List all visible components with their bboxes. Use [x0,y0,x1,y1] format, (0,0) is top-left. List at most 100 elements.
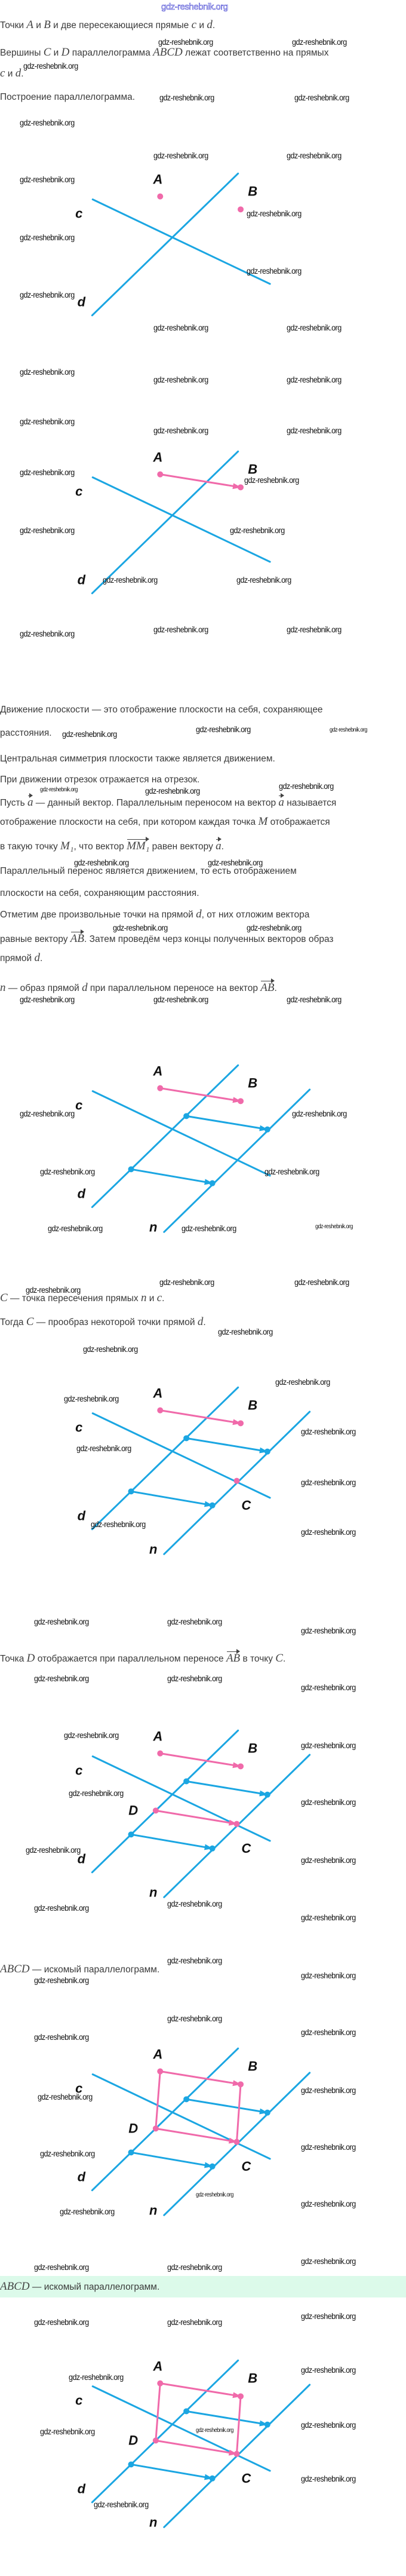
answer-highlight [0,2276,406,2297]
point-a [157,2068,164,2075]
text-segment: Построение параллелограмма. [0,92,136,102]
translated-vector-2 [130,1168,214,1185]
watermark: gdz-reshebnik.org [275,1377,330,1387]
translated-vector-2 [130,2463,214,2480]
text-segment: Пусть [0,798,27,808]
vector-ab [159,1752,242,1769]
watermark: gdz-reshebnik.org [301,1971,356,1980]
text-segment: называется [284,798,337,808]
label-c-point: C [241,2159,251,2174]
math-symbol: c [191,19,197,31]
text-segment: Точка [0,1654,27,1664]
label-c-line: c [75,1097,82,1112]
vector-symbol: a [27,793,33,809]
text-segment: — прообраз некоторой точки прямой [33,1317,198,1327]
text-segment: Центральная симметрия плоскости также яв… [0,754,275,764]
text-segment: и две пересекающиеся прямые [50,20,192,30]
side-ad [155,2070,161,2130]
line-c [91,2073,271,2160]
watermark: gdz-reshebnik.org [26,1845,81,1855]
text-segment: . [162,1293,165,1304]
label-n-line: n [149,2202,157,2217]
math-symbol: D [26,1652,35,1665]
math-symbol: ABCD [0,1963,30,1975]
text-line: C — точка пересечения прямых n и c. [0,1292,164,1305]
line-c [91,1412,271,1499]
watermark: gdz-reshebnik.org [158,37,213,47]
watermark: gdz-reshebnik.org [20,290,75,299]
watermark: gdz-reshebnik.org [34,2262,89,2272]
side-bc [236,2395,242,2455]
line-c [91,476,271,563]
translated-vector-2 [130,1490,214,1507]
watermark: gdz-reshebnik.org [218,1327,273,1336]
watermark: gdz-reshebnik.org [167,2014,222,2023]
math-symbol: D [61,46,70,59]
point-c [233,1821,240,1827]
watermark: gdz-reshebnik.org [301,1682,356,1692]
watermark: gdz-reshebnik.org [20,175,75,184]
line-d [91,2047,239,2192]
math-symbol: d [15,67,21,79]
text-segment: . [221,842,224,852]
vector-symbol: AB [70,929,85,945]
point-b [238,1420,244,1427]
watermark: gdz-reshebnik.org [301,2027,356,2037]
line-point [264,1126,270,1133]
text-line: плоскости на себя, сохраняющим расстояни… [0,888,199,900]
label-b-point: B [248,462,257,477]
text-line: Пусть a — данный вектор. Параллельным пе… [0,793,337,809]
text-segment: плоскости на себя, сохраняющим расстояни… [0,888,199,898]
label-c-line: c [75,1419,82,1434]
line-point [264,2421,270,2428]
label-b-point: B [248,1398,257,1413]
label-d-line: d [78,2482,86,2497]
label-n-line: n [149,1219,157,1234]
line-d [91,450,239,595]
watermark: gdz-reshebnik.org [287,323,342,332]
watermark: gdz-reshebnik.org [287,995,342,1004]
watermark: gdz-reshebnik.org [60,2207,115,2216]
watermark: gdz-reshebnik.org [91,1519,146,1529]
watermark: gdz-reshebnik.org [34,2317,89,2327]
text-line: Движение плоскости — это отображение пло… [0,704,323,716]
watermark: gdz-reshebnik.org [34,1674,89,1683]
math-symbol: d [196,908,202,920]
watermark: gdz-reshebnik.org [20,629,75,638]
math-symbol: ABCD [153,46,183,59]
watermark: gdz-reshebnik.org [64,1730,119,1740]
watermark: gdz-reshebnik.org [69,1788,124,1798]
vector-dc [155,2127,238,2144]
watermark: gdz-reshebnik.org [34,1975,89,1985]
watermark: gdz-reshebnik.org [64,1394,119,1403]
watermark: gdz-reshebnik.org [301,2365,356,2375]
watermark: gdz-reshebnik.org [230,525,285,535]
watermark: gdz-reshebnik.org [26,1285,81,1295]
watermark: gdz-reshebnik.org [167,1674,222,1683]
watermark: gdz-reshebnik.org [247,209,302,218]
watermark: gdz-reshebnik.org [196,2427,233,2434]
watermark: gdz-reshebnik.org [279,781,334,791]
watermark: gdz-reshebnik.org [244,475,299,485]
text-line: c и d. [0,68,24,80]
text-segment: Параллельный перенос является движением,… [0,866,297,876]
text-line: При движении отрезок отражается на отрез… [0,774,199,786]
line-point [128,2461,134,2468]
label-d-line: d [78,1509,86,1523]
text-line: Центральная симметрия плоскости также яв… [0,753,275,765]
text-line: Построение параллелограмма. [0,91,135,103]
math-symbol: B [44,19,51,31]
text-segment: — образ прямой [5,983,82,993]
watermark: gdz-reshebnik.org [292,37,347,47]
answer-line: ABCD — искомый параллелограмм. [0,2281,159,2293]
watermark: gdz-reshebnik.org [103,575,158,585]
watermark: gdz-reshebnik.org [182,1223,236,1233]
watermark: gdz-reshebnik.org [153,323,208,332]
text-line: Параллельный перенос является движением,… [0,865,297,877]
text-segment: . [39,953,43,963]
label-a-point: A [153,1729,163,1744]
label-d-line: d [78,2170,86,2185]
watermark: gdz-reshebnik.org [20,995,75,1004]
